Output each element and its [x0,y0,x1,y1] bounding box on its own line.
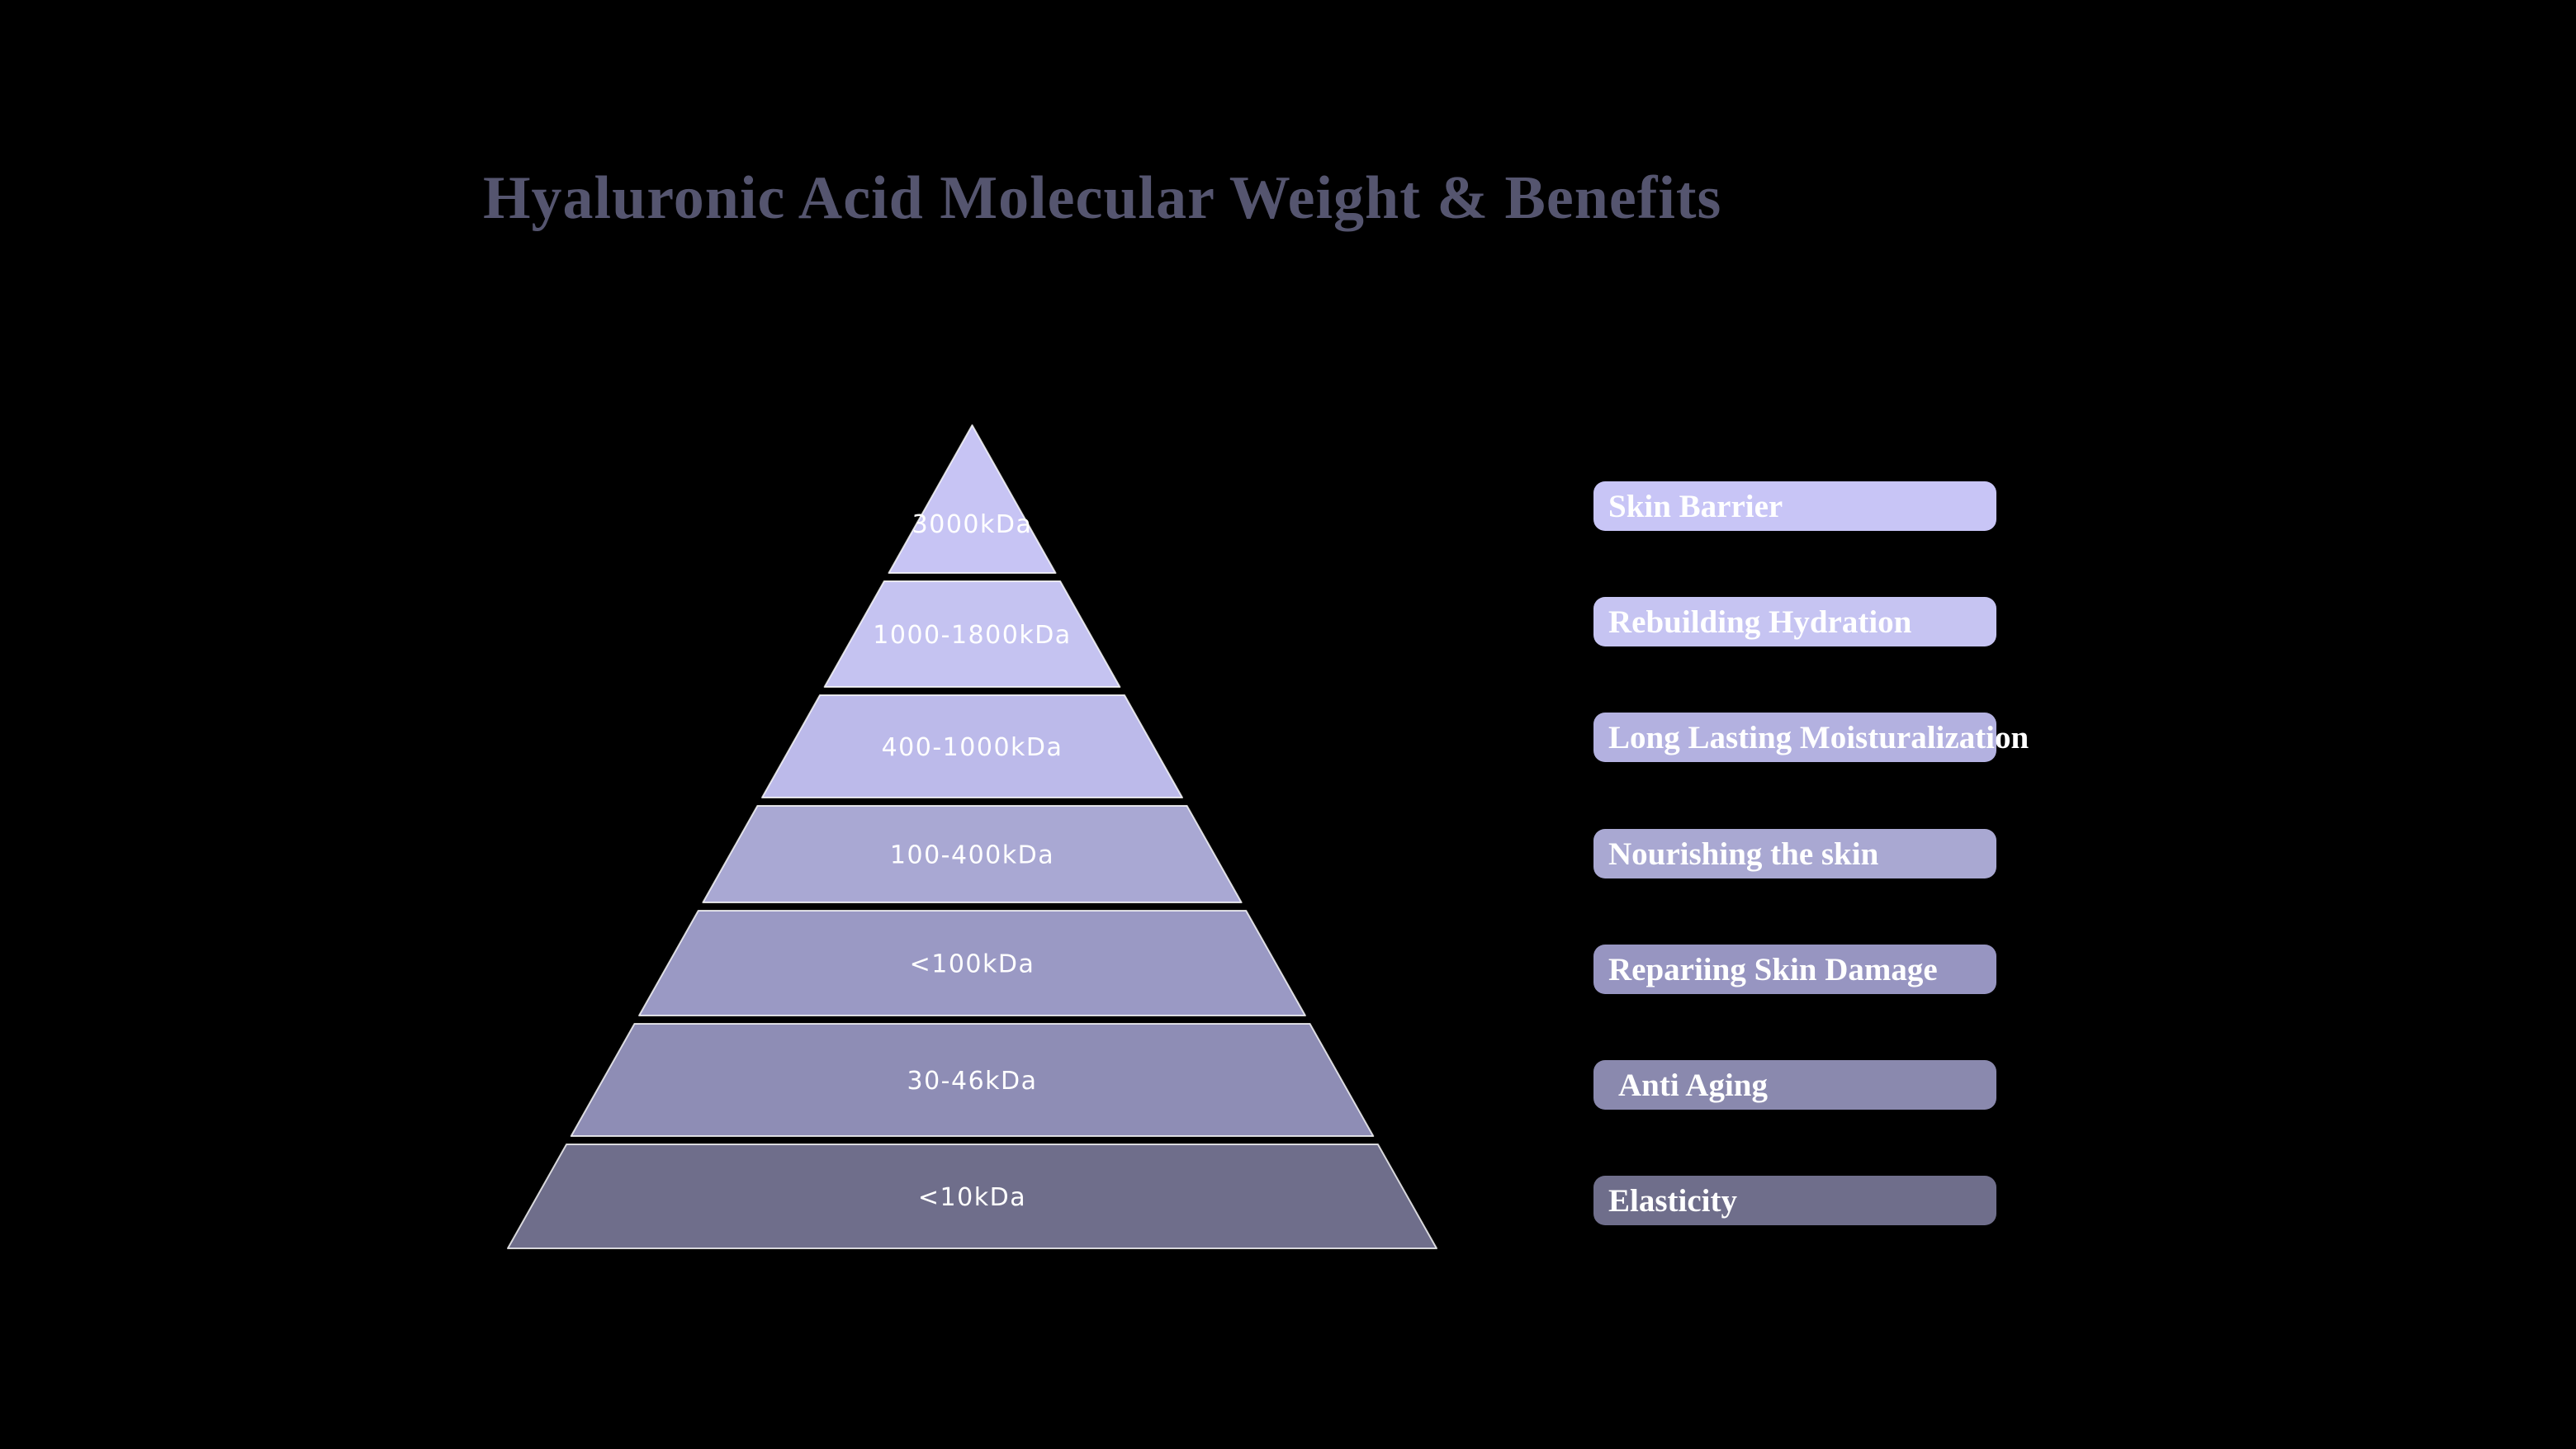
pyramid-level-1 [888,424,1057,574]
benefit-pill-6: Anti Aging [1593,1060,1996,1110]
benefit-pill-3: Long Lasting Moisturalization [1593,713,2029,762]
pyramid-level-3 [761,694,1183,798]
pyramid-level-label-1: 3000kDa [912,510,1033,539]
benefit-label-2: Rebuilding Hydration [1608,604,1912,640]
benefit-pill-7: Elasticity [1593,1176,1996,1225]
pyramid-level-label-4: 100-400kDa [890,841,1054,870]
benefit-label-1: Skin Barrier [1608,488,1783,524]
benefit-pill-4: Nourishing the skin [1593,829,1996,878]
benefit-label-4: Nourishing the skin [1608,836,1879,872]
pyramid-level-label-5: <100kDa [910,950,1035,979]
pyramid-level-label-6: 30-46kDa [907,1067,1037,1096]
benefit-pill-5: Repariing Skin Damage [1593,945,1996,994]
benefit-label-7: Elasticity [1608,1182,1737,1219]
pyramid-level-5 [638,910,1306,1016]
pyramid-level-4 [702,805,1243,903]
benefit-label-6: Anti Aging [1618,1067,1768,1103]
page-title: Hyaluronic Acid Molecular Weight & Benef… [483,164,1722,232]
pyramid-level-label-2: 1000-1800kDa [873,621,1071,650]
pyramid-level-7 [507,1144,1437,1249]
pyramid-level-label-3: 400-1000kDa [882,733,1063,762]
pyramid-diagram: 3000kDa 1000-1800kDa 400-1000kDa 100-400kDa… [507,424,1437,1249]
benefit-label-5: Repariing Skin Damage [1608,951,1938,987]
pyramid-level-label-7: <10kDa [918,1183,1026,1212]
pyramid-level-6 [570,1023,1375,1137]
benefit-pill-2: Rebuilding Hydration [1593,597,1996,646]
pyramid-level-2 [823,580,1121,688]
benefit-pill-1: Skin Barrier [1593,481,1996,531]
benefit-label-3: Long Lasting Moisturalization [1608,719,2029,755]
